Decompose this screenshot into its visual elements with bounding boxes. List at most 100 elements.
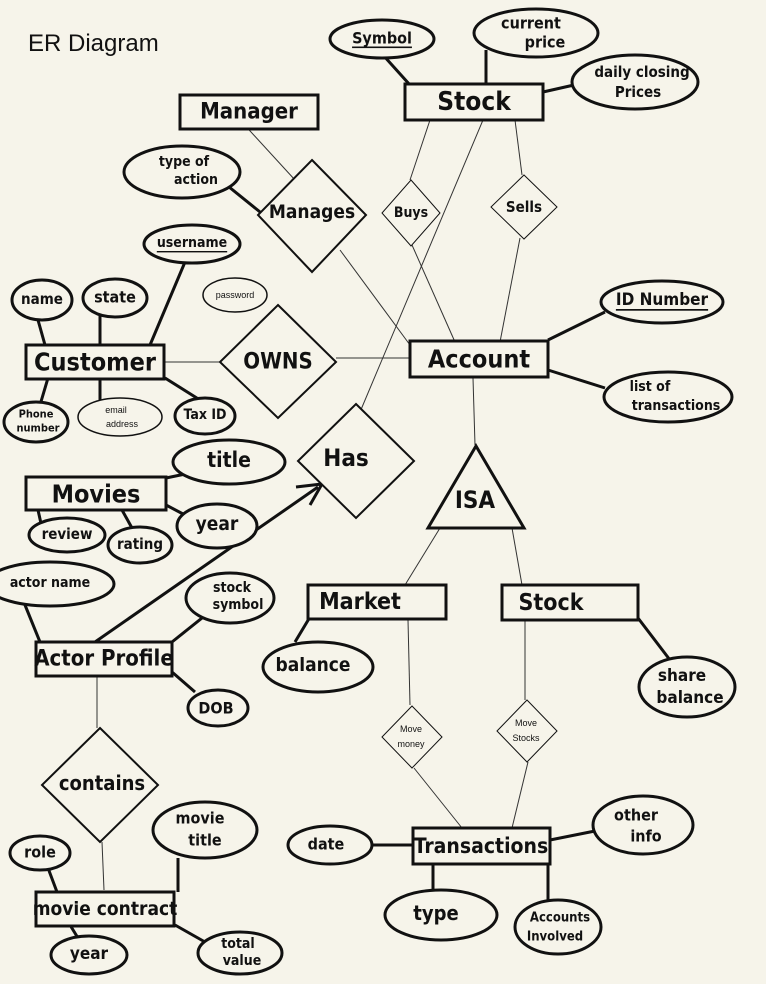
attr-tax-id-label: Tax ID	[184, 407, 227, 423]
attr-date-label: date	[308, 835, 345, 854]
entity-account-label: Account	[428, 345, 531, 374]
attr-dob-label: DOB	[198, 699, 233, 718]
attr-accounts-involved[interactable]: Accounts Involved	[513, 898, 603, 956]
entity-movies[interactable]: Movies	[24, 475, 168, 512]
attr-stock-symbol[interactable]: stock symbol	[184, 571, 276, 625]
attr-email-address[interactable]: email address	[77, 397, 163, 437]
entity-stock-label: Stock	[437, 87, 512, 117]
isa-label: ISA	[455, 486, 496, 514]
attr-tax-id[interactable]: Tax ID	[173, 396, 237, 436]
relationship-buys[interactable]: Buys	[381, 179, 441, 247]
relationship-move-stocks[interactable]: Move Stocks	[496, 699, 558, 763]
isa-triangle[interactable]: ISA	[425, 443, 527, 530]
attr-list-of-transactions[interactable]: list of transactions	[602, 370, 734, 424]
relationship-owns-label: OWNS	[243, 350, 312, 375]
entity-market[interactable]: Market	[306, 583, 448, 621]
attr-list-of-transactions-line2: transactions	[632, 398, 721, 414]
attr-current-price-line1: current	[501, 14, 561, 33]
attr-type-of-action-line1: type of	[159, 154, 210, 170]
attr-balance[interactable]: balance	[261, 640, 375, 694]
attr-review[interactable]: review	[27, 516, 107, 554]
attr-other-info[interactable]: other info	[591, 794, 695, 856]
attr-current-price-line2: price	[525, 33, 566, 52]
attr-other-info-line1: other	[614, 806, 659, 825]
entity-actor-profile-label: Actor Profile	[34, 647, 174, 672]
attr-type[interactable]: type	[383, 888, 499, 942]
attr-year-movies-label: year	[196, 513, 239, 535]
thin-connectors	[96, 119, 529, 891]
attr-movie-title-line2: title	[188, 831, 222, 850]
attr-title[interactable]: title	[171, 438, 287, 486]
entity-stock-sub-label: Stock	[518, 590, 584, 616]
attr-symbol-label: Symbol	[352, 29, 412, 48]
attr-password-label: password	[216, 290, 255, 300]
attr-other-info-line2: info	[630, 827, 661, 846]
attr-total-value-line2: value	[223, 953, 262, 969]
diagram-title: ER Diagram	[28, 30, 159, 57]
entity-account[interactable]: Account	[408, 339, 550, 379]
entity-market-label: Market	[319, 589, 401, 615]
attr-review-label: review	[42, 525, 93, 543]
attr-movie-title[interactable]: movie title	[151, 800, 259, 860]
attr-movie-title-line1: movie	[176, 809, 225, 828]
attr-type-of-action[interactable]: type of action	[122, 144, 242, 200]
entity-movie-contract[interactable]: movie contract	[33, 890, 178, 928]
attr-id-number[interactable]: ID Number	[599, 279, 725, 325]
relationship-sells[interactable]: Sells	[490, 174, 558, 240]
entity-customer[interactable]: Customer	[24, 343, 166, 381]
relationship-contains[interactable]: contains	[40, 726, 160, 844]
attr-year-movies[interactable]: year	[175, 502, 259, 550]
entity-actor-profile[interactable]: Actor Profile	[34, 640, 174, 678]
entity-manager[interactable]: Manager	[178, 93, 320, 131]
attr-share-balance-line1: share	[658, 666, 706, 686]
attr-type-label: type	[413, 901, 458, 925]
attr-actor-name[interactable]: actor name	[0, 560, 116, 608]
attr-symbol[interactable]: Symbol	[328, 18, 436, 60]
attr-rating[interactable]: rating	[106, 525, 174, 565]
attr-username[interactable]: username	[142, 223, 242, 265]
attr-phone-number-line2: number	[16, 422, 59, 435]
relationship-move-money-line1: Move	[400, 724, 422, 734]
relationship-move-stocks-line2: Stocks	[512, 733, 540, 743]
relationship-buys-label: Buys	[394, 205, 428, 221]
entity-movies-label: Movies	[52, 480, 141, 509]
entity-manager-label: Manager	[200, 100, 298, 125]
attr-current-price[interactable]: current price	[472, 7, 600, 59]
attr-year-contract[interactable]: year	[49, 934, 129, 976]
attr-accounts-involved-line1: Accounts	[530, 911, 590, 926]
relationship-contains-label: contains	[59, 771, 145, 795]
attr-daily-closing-prices[interactable]: daily closing Prices	[570, 53, 700, 111]
relationship-owns[interactable]: OWNS	[218, 303, 338, 420]
relationship-move-stocks-line1: Move	[515, 718, 537, 728]
attr-total-value-line1: total	[221, 936, 255, 952]
attr-list-of-transactions-line1: list of	[630, 379, 671, 395]
relationship-manages[interactable]: Manages	[256, 158, 368, 274]
entity-transactions[interactable]: Transactions	[411, 826, 552, 866]
relationship-has-label: Has	[323, 444, 369, 472]
relationship-sells-label: Sells	[506, 198, 542, 216]
attr-title-label: title	[207, 448, 251, 472]
attr-date[interactable]: date	[286, 824, 374, 866]
attr-state-label: state	[94, 288, 136, 307]
relationship-move-money[interactable]: Move money	[381, 705, 443, 769]
attr-state[interactable]: state	[81, 277, 149, 319]
attr-name[interactable]: name	[10, 278, 74, 322]
attr-role[interactable]: role	[8, 834, 72, 872]
relationship-move-money-line2: money	[397, 739, 425, 749]
attr-phone-number-line1: Phone	[19, 408, 54, 421]
attr-rating-label: rating	[117, 535, 163, 553]
attr-actor-name-label: actor name	[10, 575, 90, 591]
attr-role-label: role	[24, 843, 56, 862]
relationship-has[interactable]: Has	[296, 402, 416, 520]
attr-dob[interactable]: DOB	[186, 688, 250, 728]
attr-password[interactable]: password	[202, 277, 268, 313]
attr-share-balance[interactable]: share balance	[637, 655, 737, 719]
attr-balance-label: balance	[275, 654, 350, 676]
attr-year-contract-label: year	[70, 944, 109, 964]
attr-phone-number[interactable]: Phone number	[2, 400, 70, 444]
attr-stock-symbol-line2: symbol	[213, 597, 264, 613]
relationship-manages-label: Manages	[269, 201, 355, 223]
entity-stock[interactable]: Stock	[403, 82, 545, 122]
attr-total-value[interactable]: total value	[196, 930, 284, 976]
entity-stock-sub[interactable]: Stock	[500, 583, 640, 622]
